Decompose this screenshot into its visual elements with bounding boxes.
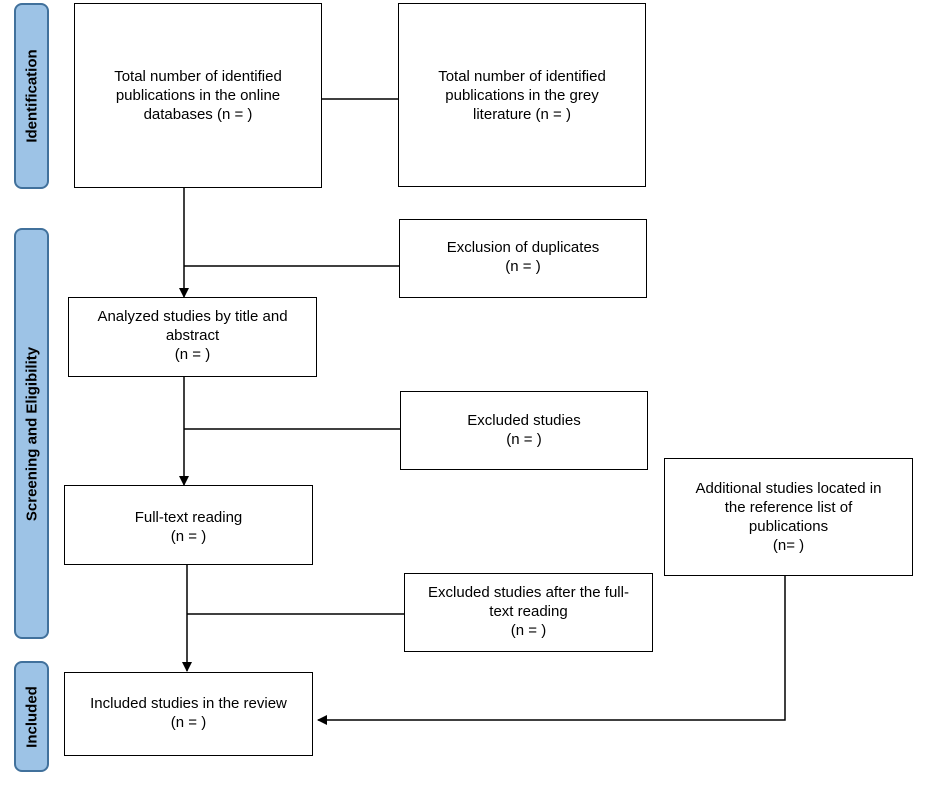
box-title-abstract-line-2: abstract [165,327,220,344]
box-additional-line-3: publications [748,518,829,535]
box-grey-literature-line-1: Total number of identified [438,68,606,85]
box-included-line-1: Included studies in the review [90,695,287,712]
box-fulltext-line-2: (n = ) [170,528,207,545]
box-excluded-after-fulltext: Excluded studies after the full- text re… [404,573,653,652]
arrow-additional-to-included [317,576,786,725]
box-excluded-line-2: (n = ) [506,431,542,448]
box-included-studies: Included studies in the review (n = ) [64,672,313,756]
box-duplicates-line-1: Exclusion of duplicates [446,239,600,256]
box-title-abstract-line-1: Analyzed studies by title and [97,308,288,325]
phase-included-label: Included [23,685,40,748]
box-online-databases-line-1: Total number of identified [114,68,282,85]
phase-identification-label: Identification [23,49,40,143]
box-fulltext-line-1: Full-text reading [134,509,243,526]
box-excluded-line-1: Excluded studies [467,412,581,429]
phase-screening-label: Screening and Eligibility [23,346,40,521]
box-online-databases-line-3: databases (n = ) [143,106,253,123]
phase-screening-eligibility: Screening and Eligibility [14,228,49,639]
box-online-databases: Total number of identified publications … [74,3,322,188]
box-additional-studies: Additional studies located in the refere… [664,458,913,576]
phase-identification: Identification [14,3,49,189]
box-grey-literature: Total number of identified publications … [398,3,646,187]
box-included-line-2: (n = ) [170,714,207,731]
phase-included: Included [14,661,49,772]
box-excluded-studies: Excluded studies (n = ) [400,391,648,470]
box-additional-line-4: (n= ) [772,537,805,554]
box-excluded-fulltext-line-2: text reading [489,603,568,620]
box-title-abstract-line-3: (n = ) [174,346,211,363]
box-additional-line-2: the reference list of [724,499,853,516]
box-title-abstract: Analyzed studies by title and abstract (… [68,297,317,377]
box-online-databases-line-2: publications in the online [115,87,281,104]
box-grey-literature-line-3: literature (n = ) [473,106,571,123]
box-exclusion-duplicates: Exclusion of duplicates (n = ) [399,219,647,298]
box-fulltext-reading: Full-text reading (n = ) [64,485,313,565]
box-duplicates-line-2: (n = ) [505,258,541,275]
box-grey-literature-line-2: publications in the grey [445,87,599,104]
box-excluded-fulltext-line-1: Excluded studies after the full- [428,584,629,601]
box-excluded-fulltext-line-3: (n = ) [510,622,547,639]
box-additional-line-1: Additional studies located in [695,480,882,497]
